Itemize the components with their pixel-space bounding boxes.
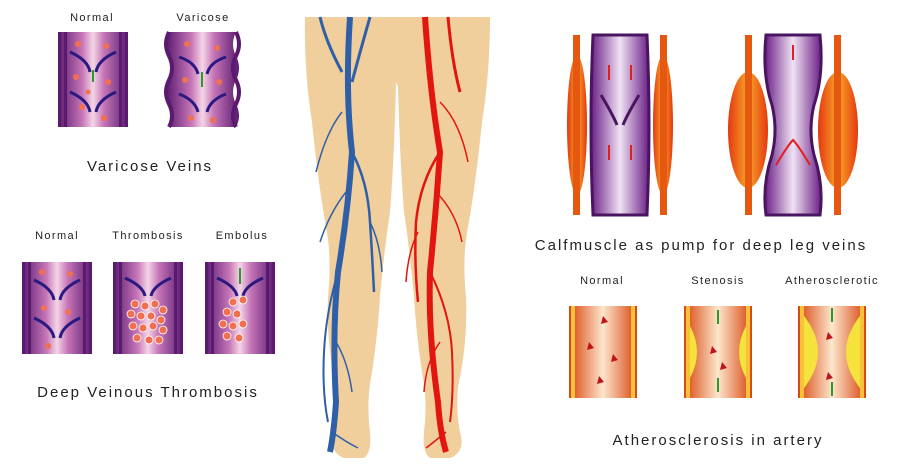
vein-network [315,16,383,453]
artery-stenosis-panel [684,306,752,398]
label-varicose: Varicose [176,12,230,24]
artery-atherosclerotic-panel [798,306,866,398]
legs-illustration [304,16,490,458]
dvt-normal-panel [22,262,92,354]
normal-vein-panel [58,32,128,127]
calf-relaxed-panel [567,33,673,217]
label-stenosis: Stenosis [691,275,745,287]
varicose-vein-panel [164,31,241,128]
dvt-thrombosis-panel [113,262,183,354]
label-normal-varicose: Normal [70,12,114,24]
caption-dvt: Deep Veinous Thrombosis [37,384,259,401]
label-thrombosis: Thrombosis [112,230,184,242]
artery-network [405,16,469,453]
calf-contracted-panel [728,33,858,217]
caption-atherosclerosis: Atherosclerosis in artery [612,432,824,449]
caption-calf-muscle: Calfmuscle as pump for deep leg veins [534,237,868,254]
artery-normal-panel [569,306,637,398]
label-normal-artery: Normal [580,275,624,287]
label-atherosclerotic: Atherosclerotic [785,275,879,287]
caption-varicose-veins: Varicose Veins [86,158,214,175]
label-normal-dvt: Normal [35,230,79,242]
label-embolus: Embolus [215,230,269,242]
dvt-embolus-panel [205,262,275,354]
